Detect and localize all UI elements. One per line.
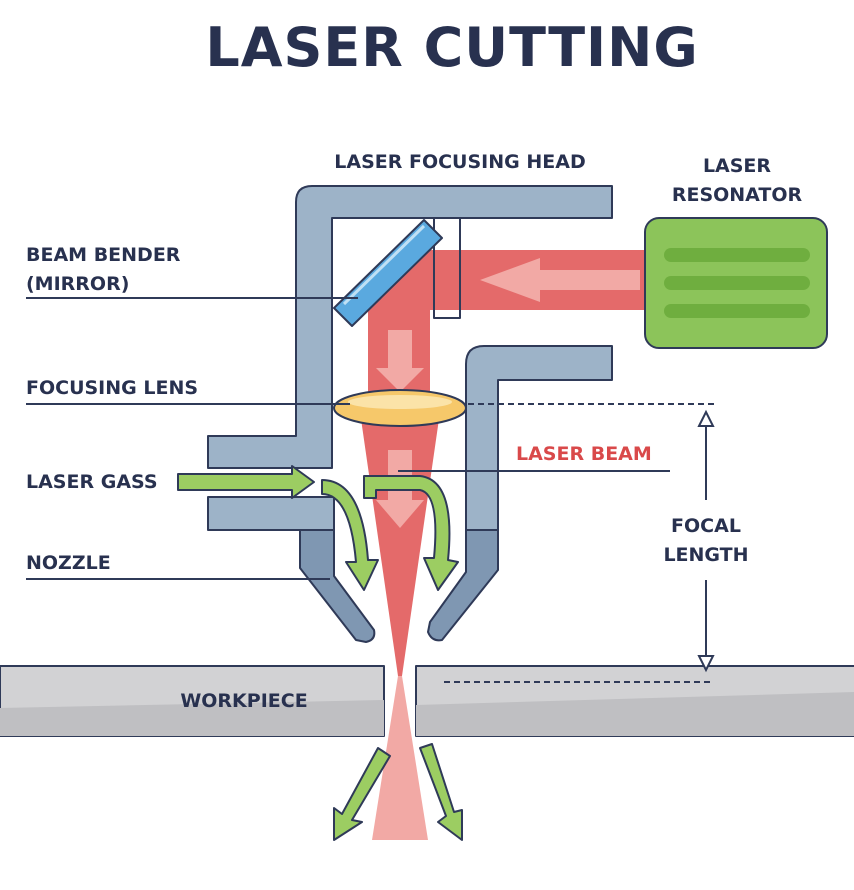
workpiece [0,665,854,737]
gas-flow-arrow-left-icon [321,479,379,591]
gas-flow [177,465,463,841]
exhaust-arrow-right-icon [419,743,463,841]
diverging-beam [372,676,428,840]
nozzle-left [299,529,376,643]
head-lower-left-wall [207,496,335,531]
workpiece-right-shade [416,692,854,736]
arrow-down-icon [697,655,715,673]
leader-lines [26,297,670,580]
label-laser-beam: LASER BEAM [516,443,652,465]
nozzle [299,529,499,643]
laser-beam [360,250,645,840]
laser-resonator [644,217,828,349]
head-right-wall [465,345,613,531]
exhaust-arrow-left-icon [333,747,391,841]
vertical-beam [368,250,430,392]
focal-length-dimension [468,403,715,673]
label-focal-line2: LENGTH [663,544,748,566]
gas-inlet-arrow-icon [177,465,315,499]
label-focusing-lens: FOCUSING LENS [26,377,198,399]
gas-flow-arrow-right-icon [363,475,459,591]
nozzle-right [427,529,499,642]
label-laser-focusing-head: LASER FOCUSING HEAD [334,151,585,173]
beam-direction-arrow-down [376,330,424,392]
label-workpiece: WORKPIECE [180,690,307,712]
label-resonator-line2: RESONATOR [672,184,803,206]
arrow-up-icon [697,409,715,427]
label-nozzle: NOZZLE [26,552,111,574]
label-beam-bender-line2: (MIRROR) [26,273,129,295]
label-laser-gass: LASER GASS [26,471,158,493]
head-upper-left-wall [207,185,613,469]
diagram-title: LASER CUTTING [205,16,698,79]
label-focal-line1: FOCAL [671,515,741,537]
label-beam-bender-line1: BEAM BENDER [26,244,181,266]
workpiece-left-shade [0,700,384,736]
label-resonator-line1: LASER [703,155,771,177]
mirror-icon [333,219,443,327]
beam-bender-mirror [333,219,443,327]
beam-direction-arrow-left [480,258,540,302]
laser-focusing-head [207,185,613,531]
